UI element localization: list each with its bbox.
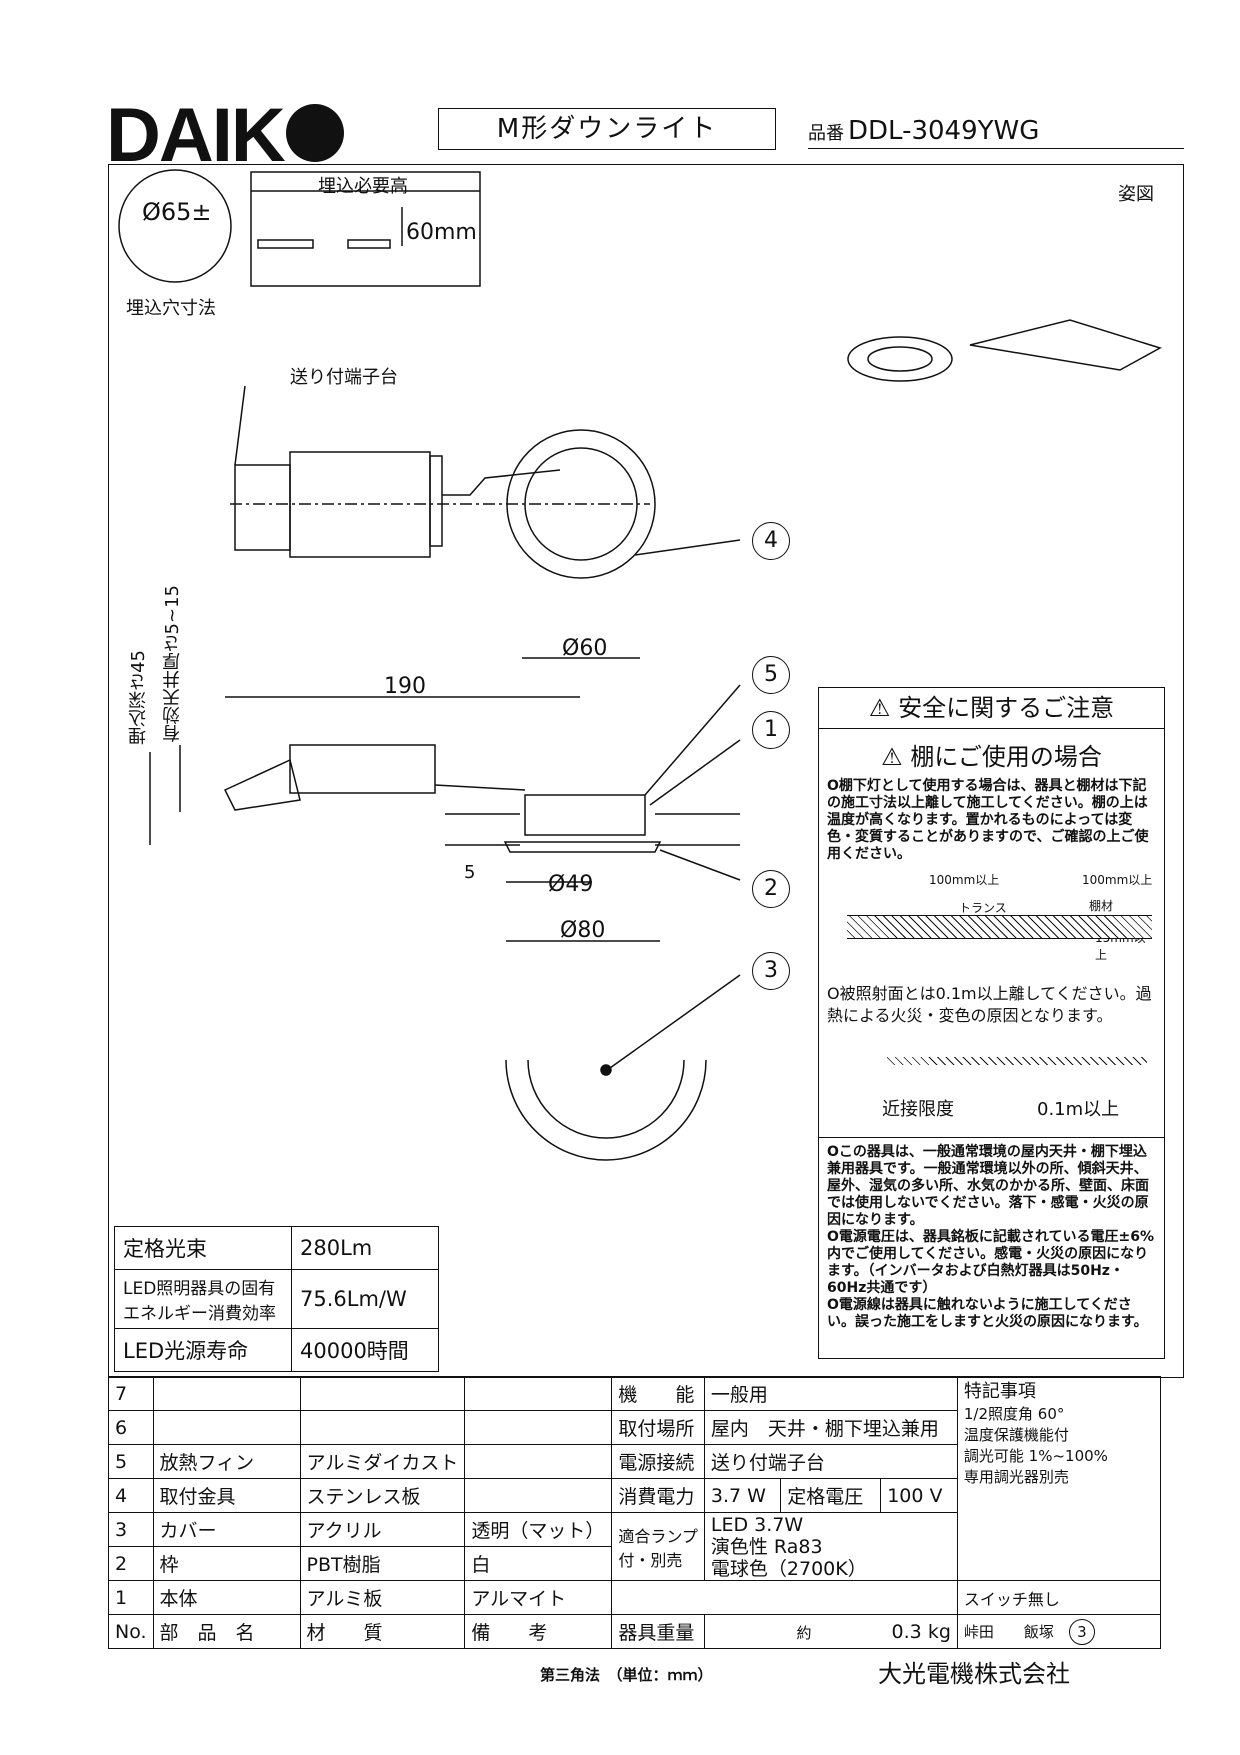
- perspective-fixture: [847, 336, 953, 382]
- dim-5: 5: [464, 862, 476, 883]
- shelf-diagram: 100mm以上 100mm以上 トランス 棚材 15mm以上: [827, 863, 1156, 983]
- hole-dimension: Ø65±: [142, 198, 212, 226]
- embed-height-title: 埋込必要高: [318, 176, 408, 197]
- logo-o-icon: [285, 104, 344, 162]
- depth-label: 埋込深さ45: [128, 650, 149, 745]
- view-label: 姿図: [1118, 184, 1154, 205]
- safety-subtitle: ⚠ 棚にご使用の場合: [881, 743, 1102, 771]
- dim-190: 190: [384, 674, 426, 699]
- marker-2: 2: [752, 870, 790, 908]
- marker-4: 4: [752, 522, 790, 560]
- safety-title: ⚠ 安全に関するご注意: [819, 688, 1164, 729]
- embed-height-value: 60mm: [406, 220, 477, 245]
- safety-p2: O被照射面とは0.1m以上離してください。過熱による火災・変色の原因となります。: [827, 984, 1152, 1025]
- document-title: M形ダウンライト: [438, 108, 776, 150]
- dim-49: Ø49: [548, 872, 594, 897]
- brand-logo: DAIK: [106, 98, 344, 174]
- company-name: 大光電機株式会社: [878, 1660, 1070, 1688]
- hole-circle: [118, 169, 232, 283]
- marker-1: 1: [752, 711, 790, 749]
- dim-60: Ø60: [562, 636, 608, 661]
- projection-method: 第三角法 （単位：ｍｍ）: [540, 1666, 713, 1684]
- safety-p5: O電源線は器具に触れないように施工してください。誤った施工をしますと火災の原因に…: [827, 1297, 1148, 1330]
- safety-p1: O棚下灯として使用する場合は、器具と棚材は下記の施工寸法以上離して施工してくださ…: [827, 778, 1149, 862]
- embed-height-box: [250, 171, 481, 287]
- marker-3: 3: [752, 952, 790, 990]
- ceiling-label: 有効天井厚さ5~15: [162, 585, 183, 743]
- safety-p4: O電源電圧は、器具銘板に記載されている電圧±6%内でご使用してください。感電・火…: [827, 1229, 1154, 1296]
- marker-5: 5: [752, 656, 790, 694]
- safety-p3: Oこの器具は、一般通常環境の屋内天井・棚下埋込兼用器具です。一般通常環境以外の所…: [827, 1144, 1149, 1228]
- dim-80: Ø80: [560, 918, 606, 943]
- hole-label: 埋込穴寸法: [126, 298, 216, 319]
- distance-diagram: 近接限度 0.1m以上: [827, 1027, 1156, 1137]
- safety-notice: ⚠ 安全に関するご注意 ⚠ 棚にご使用の場合 O棚下灯として使用する場合は、器具…: [818, 687, 1165, 1359]
- terminal-label: 送り付端子台: [290, 367, 398, 388]
